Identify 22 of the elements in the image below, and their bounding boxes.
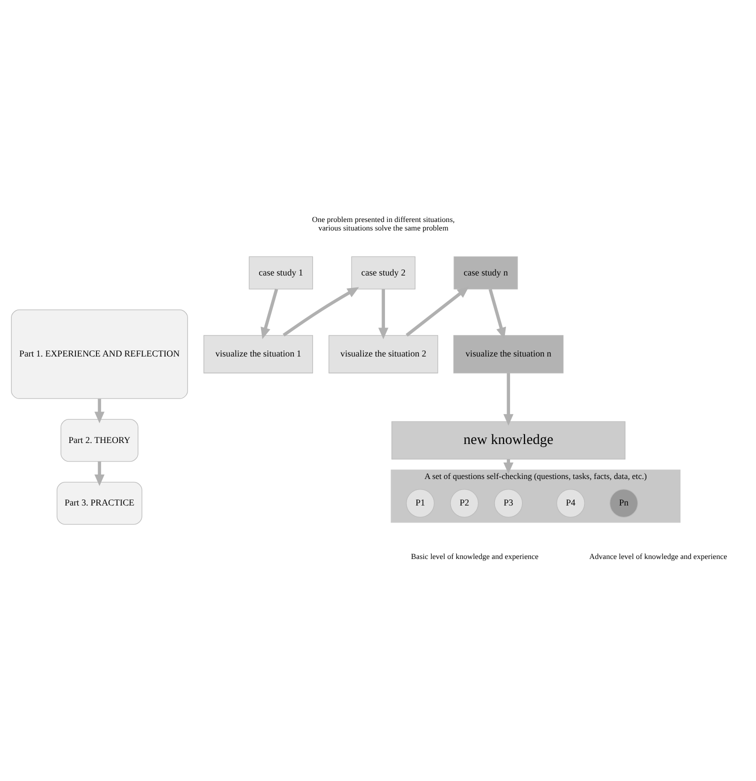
arrow: [503, 373, 514, 426]
arrow: [260, 288, 278, 340]
arrow: [94, 462, 104, 486]
node-box: visualize the situation n: [453, 335, 564, 374]
node-box: case study n: [454, 256, 518, 290]
node-box: Part 3. PRACTICE: [56, 482, 142, 525]
node-box: new knowledge: [391, 421, 626, 460]
node-box: case study 1: [248, 256, 314, 290]
node-circle: P2: [450, 489, 479, 518]
node-circle: Pn: [610, 489, 638, 518]
arrow: [282, 287, 359, 337]
node-box: visualize the situation 2: [328, 335, 438, 374]
arrow: [94, 398, 104, 424]
arrow: [378, 289, 388, 340]
node-box: case study 2: [351, 256, 416, 290]
node-box: visualize the situation 1: [204, 335, 314, 374]
node-circle: P4: [556, 489, 585, 518]
node-box: Part 1. EXPERIENCE AND REFLECTION: [11, 309, 188, 399]
node-circle: P3: [494, 489, 523, 518]
node-circle: P1: [406, 489, 435, 518]
node-box: Part 2. THEORY: [60, 419, 138, 462]
arrow: [406, 286, 469, 337]
